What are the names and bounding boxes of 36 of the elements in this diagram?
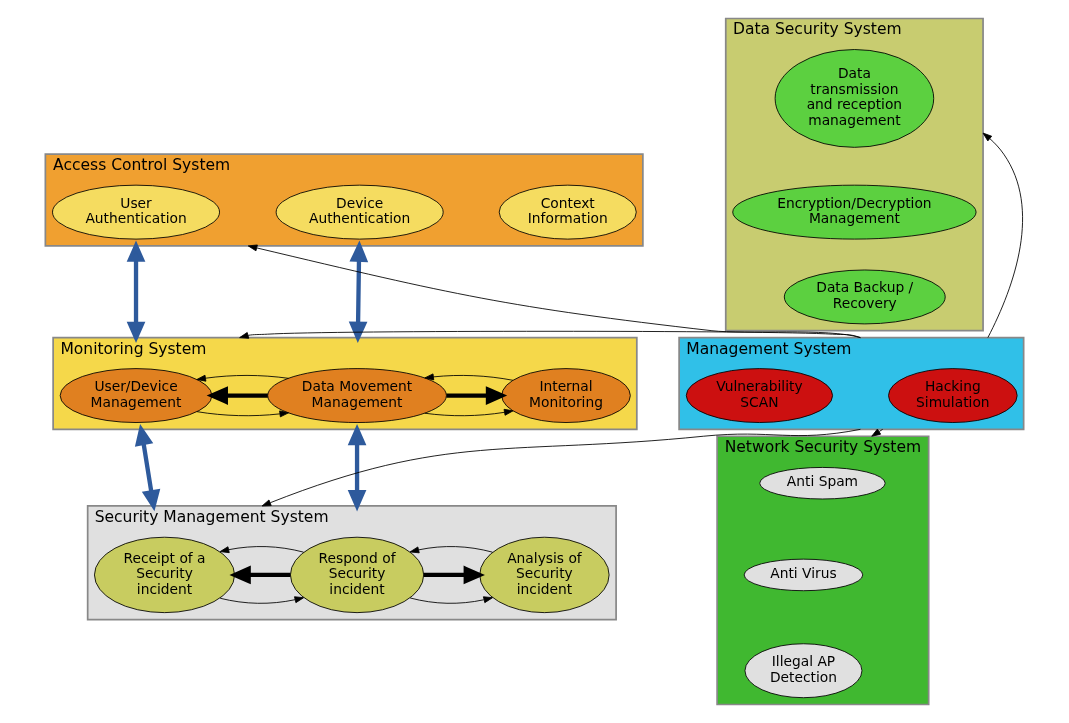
- arrow: [196, 374, 289, 382]
- arrow: [424, 373, 514, 381]
- node-ellipse: Hacking Simulation: [888, 368, 1018, 423]
- arrow: [219, 546, 304, 554]
- arrow: [134, 424, 161, 512]
- arrow: [409, 596, 493, 604]
- node-ellipse: Data Movement Management: [267, 368, 447, 423]
- arrow: [206, 386, 268, 405]
- arrow: [871, 428, 884, 437]
- node-ellipse: User/Device Management: [59, 368, 213, 423]
- node-ellipse: Respond of Security incident: [290, 536, 425, 614]
- node-ellipse: Anti Virus: [743, 558, 864, 592]
- node-ellipse: Data transmission and reception management: [774, 49, 935, 148]
- node-ellipse: Receipt of a Security incident: [94, 536, 235, 614]
- arrow: [424, 408, 514, 417]
- node-ellipse: Data Backup / Recovery: [783, 269, 946, 325]
- arrow: [247, 244, 861, 339]
- arrow: [219, 596, 304, 604]
- arrow: [239, 330, 861, 339]
- node-ellipse: Encryption/Decryption Management: [732, 184, 977, 240]
- arrow: [348, 240, 369, 343]
- arrow: [229, 565, 291, 585]
- node-ellipse: Vulnerability SCAN: [685, 368, 833, 423]
- node-ellipse: Illegal AP Detection: [744, 643, 863, 699]
- arrow: [347, 423, 367, 512]
- arrow: [261, 428, 861, 507]
- node-ellipse: Context Information: [498, 184, 637, 240]
- arrow: [446, 386, 508, 405]
- arrow: [982, 132, 1023, 339]
- arrow: [126, 240, 146, 343]
- arrow: [409, 546, 493, 554]
- arrow: [196, 410, 289, 418]
- arrow: [423, 565, 485, 585]
- node-ellipse: User Authentication: [52, 184, 220, 240]
- node-ellipse: Anti Spam: [759, 467, 886, 500]
- node-ellipse: Device Authentication: [275, 184, 444, 240]
